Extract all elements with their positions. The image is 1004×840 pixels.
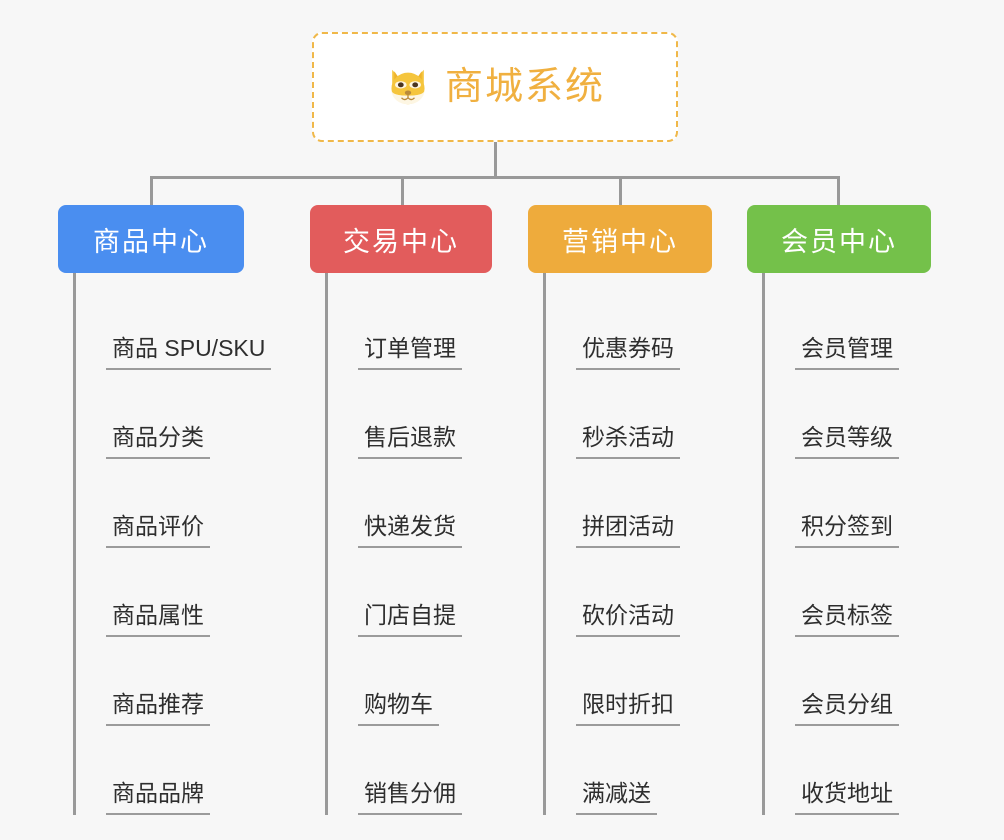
list-item[interactable]: 门店自提	[328, 548, 492, 637]
leaf-label: 会员分组	[795, 691, 899, 726]
list-item[interactable]: 积分签到	[765, 459, 931, 548]
branch-header-label: 交易中心	[343, 226, 459, 257]
list-item[interactable]: 商品推荐	[76, 637, 244, 726]
list-item[interactable]: 商品 SPU/SKU	[76, 281, 272, 370]
connector-bus-bar	[150, 176, 840, 179]
leaf-list-product-center: 商品 SPU/SKU 商品分类 商品评价 商品属性 商品推荐 商品品牌	[73, 273, 272, 815]
branch-column-product-center: 商品中心 商品 SPU/SKU 商品分类 商品评价 商品属性 商品推荐 商品品牌	[58, 205, 272, 815]
list-item[interactable]: 满减送	[546, 726, 712, 815]
list-item[interactable]: 商品分类	[76, 370, 244, 459]
list-item[interactable]: 订单管理	[328, 281, 492, 370]
leaf-label: 商品 SPU/SKU	[106, 335, 272, 370]
list-item[interactable]: 秒杀活动	[546, 370, 712, 459]
branch-header-label: 会员中心	[781, 226, 897, 257]
leaf-label: 会员管理	[795, 335, 899, 370]
root-node[interactable]: 商城系统	[312, 32, 678, 142]
leaf-label: 满减送	[576, 780, 657, 815]
leaf-label: 积分签到	[795, 513, 899, 548]
connector-drop-4	[837, 176, 840, 207]
leaf-label: 商品推荐	[106, 691, 210, 726]
leaf-list-trade-center: 订单管理 售后退款 快递发货 门店自提 购物车 销售分佣	[325, 273, 492, 815]
leaf-label: 购物车	[358, 691, 439, 726]
list-item[interactable]: 快递发货	[328, 459, 492, 548]
leaf-label: 售后退款	[358, 424, 462, 459]
connector-root-stem	[494, 142, 497, 178]
list-item[interactable]: 商品评价	[76, 459, 244, 548]
leaf-label: 优惠券码	[576, 335, 680, 370]
branch-column-marketing-center: 营销中心 优惠券码 秒杀活动 拼团活动 砍价活动 限时折扣 满减送	[528, 205, 712, 815]
list-item[interactable]: 会员等级	[765, 370, 931, 459]
list-item[interactable]: 售后退款	[328, 370, 492, 459]
list-item[interactable]: 商品属性	[76, 548, 244, 637]
list-item[interactable]: 会员分组	[765, 637, 931, 726]
branch-header-label: 营销中心	[562, 226, 678, 257]
branch-column-member-center: 会员中心 会员管理 会员等级 积分签到 会员标签 会员分组 收货地址	[747, 205, 931, 815]
branch-header-product-center[interactable]: 商品中心	[58, 205, 244, 273]
leaf-label: 商品属性	[106, 602, 210, 637]
leaf-label: 销售分佣	[358, 780, 462, 815]
connector-drop-1	[150, 176, 153, 207]
root-title: 商城系统	[444, 66, 605, 108]
leaf-label: 商品评价	[106, 513, 210, 548]
shiba-dog-face-icon	[391, 69, 425, 106]
branch-header-label: 商品中心	[93, 226, 209, 257]
list-item[interactable]: 会员标签	[765, 548, 931, 637]
connector-drop-2	[401, 176, 404, 207]
list-item[interactable]: 销售分佣	[328, 726, 492, 815]
leaf-label: 砍价活动	[576, 602, 680, 637]
leaf-list-member-center: 会员管理 会员等级 积分签到 会员标签 会员分组 收货地址	[762, 273, 931, 815]
list-item[interactable]: 砍价活动	[546, 548, 712, 637]
leaf-label: 会员等级	[795, 424, 899, 459]
list-item[interactable]: 限时折扣	[546, 637, 712, 726]
leaf-label: 收货地址	[795, 780, 899, 815]
leaf-label: 会员标签	[795, 602, 899, 637]
leaf-label: 订单管理	[358, 335, 462, 370]
branch-header-trade-center[interactable]: 交易中心	[310, 205, 492, 273]
list-item[interactable]: 购物车	[328, 637, 492, 726]
branch-header-marketing-center[interactable]: 营销中心	[528, 205, 712, 273]
list-item[interactable]: 收货地址	[765, 726, 931, 815]
list-item[interactable]: 优惠券码	[546, 281, 712, 370]
leaf-label: 拼团活动	[576, 513, 680, 548]
list-item[interactable]: 拼团活动	[546, 459, 712, 548]
list-item[interactable]: 商品品牌	[76, 726, 244, 815]
branch-header-member-center[interactable]: 会员中心	[747, 205, 931, 273]
leaf-list-marketing-center: 优惠券码 秒杀活动 拼团活动 砍价活动 限时折扣 满减送	[543, 273, 712, 815]
leaf-label: 商品品牌	[106, 780, 210, 815]
leaf-label: 秒杀活动	[576, 424, 680, 459]
leaf-label: 限时折扣	[576, 691, 680, 726]
leaf-label: 门店自提	[358, 602, 462, 637]
branch-column-trade-center: 交易中心 订单管理 售后退款 快递发货 门店自提 购物车 销售分佣	[310, 205, 492, 815]
list-item[interactable]: 会员管理	[765, 281, 931, 370]
leaf-label: 商品分类	[106, 424, 210, 459]
connector-drop-3	[619, 176, 622, 207]
leaf-label: 快递发货	[358, 513, 462, 548]
